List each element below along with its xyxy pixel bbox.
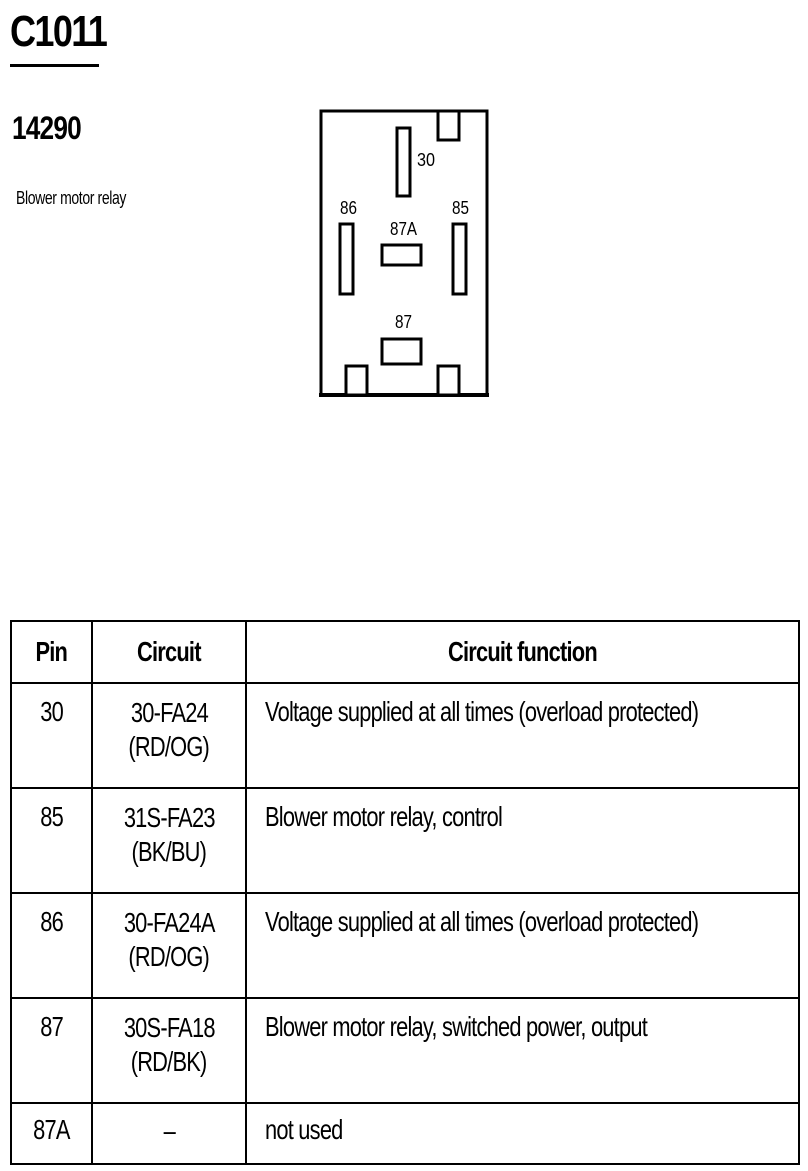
circuit-cell: 30-FA24A(RD/OG) bbox=[91, 892, 247, 999]
pin-cell: 85 bbox=[10, 787, 93, 894]
pin-87-label: 87 bbox=[395, 312, 412, 332]
table-row: 86 30-FA24A(RD/OG) Voltage supplied at a… bbox=[10, 892, 800, 999]
connector-description: Blower motor relay bbox=[16, 188, 127, 208]
pin-30-label: 30 bbox=[417, 150, 435, 170]
pin-30-slot bbox=[395, 126, 412, 198]
pin-85-label: 85 bbox=[452, 198, 469, 218]
table-header-row: Pin Circuit Circuit function bbox=[10, 620, 800, 684]
table-row: 87 30S-FA18(RD/BK) Blower motor relay, s… bbox=[10, 997, 800, 1104]
table-row: 30 30-FA24(RD/OG) Voltage supplied at al… bbox=[10, 682, 800, 789]
function-cell: Voltage supplied at all times (overload … bbox=[245, 682, 800, 789]
relay-tab-bottom-left bbox=[344, 364, 369, 397]
connector-id: C1011 bbox=[10, 7, 108, 56]
circuit-cell: – bbox=[91, 1102, 247, 1165]
title-underline bbox=[10, 64, 99, 67]
pin-86-slot bbox=[338, 222, 355, 296]
circuit-cell: 31S-FA23(BK/BU) bbox=[91, 787, 247, 894]
function-cell: Blower motor relay, control bbox=[245, 787, 800, 894]
pin-cell: 86 bbox=[10, 892, 93, 999]
header-circuit: Circuit bbox=[91, 620, 247, 684]
pin-cell: 87 bbox=[10, 997, 93, 1104]
relay-pinout-diagram: 30 86 85 87A 87 bbox=[319, 109, 489, 397]
pin-87a-slot bbox=[380, 243, 423, 267]
pin-table: Pin Circuit Circuit function 30 30-FA24(… bbox=[10, 620, 800, 1165]
part-number: 14290 bbox=[12, 110, 82, 146]
circuit-cell: 30-FA24(RD/OG) bbox=[91, 682, 247, 789]
function-cell: Blower motor relay, switched power, outp… bbox=[245, 997, 800, 1104]
table-row: 85 31S-FA23(BK/BU) Blower motor relay, c… bbox=[10, 787, 800, 894]
function-cell: not used bbox=[245, 1102, 800, 1165]
relay-tab-top bbox=[436, 109, 461, 142]
pin-87a-label: 87A bbox=[390, 219, 417, 239]
relay-tab-bottom-right bbox=[436, 364, 461, 397]
header-pin: Pin bbox=[10, 620, 93, 684]
table-row: 87A – not used bbox=[10, 1102, 800, 1165]
header-circuit-function: Circuit function bbox=[245, 620, 800, 684]
pin-cell: 30 bbox=[10, 682, 93, 789]
pin-85-slot bbox=[451, 222, 468, 296]
pin-cell: 87A bbox=[10, 1102, 93, 1165]
pin-87-slot bbox=[380, 337, 423, 366]
circuit-cell: 30S-FA18(RD/BK) bbox=[91, 997, 247, 1104]
function-cell: Voltage supplied at all times (overload … bbox=[245, 892, 800, 999]
pin-86-label: 86 bbox=[340, 198, 357, 218]
